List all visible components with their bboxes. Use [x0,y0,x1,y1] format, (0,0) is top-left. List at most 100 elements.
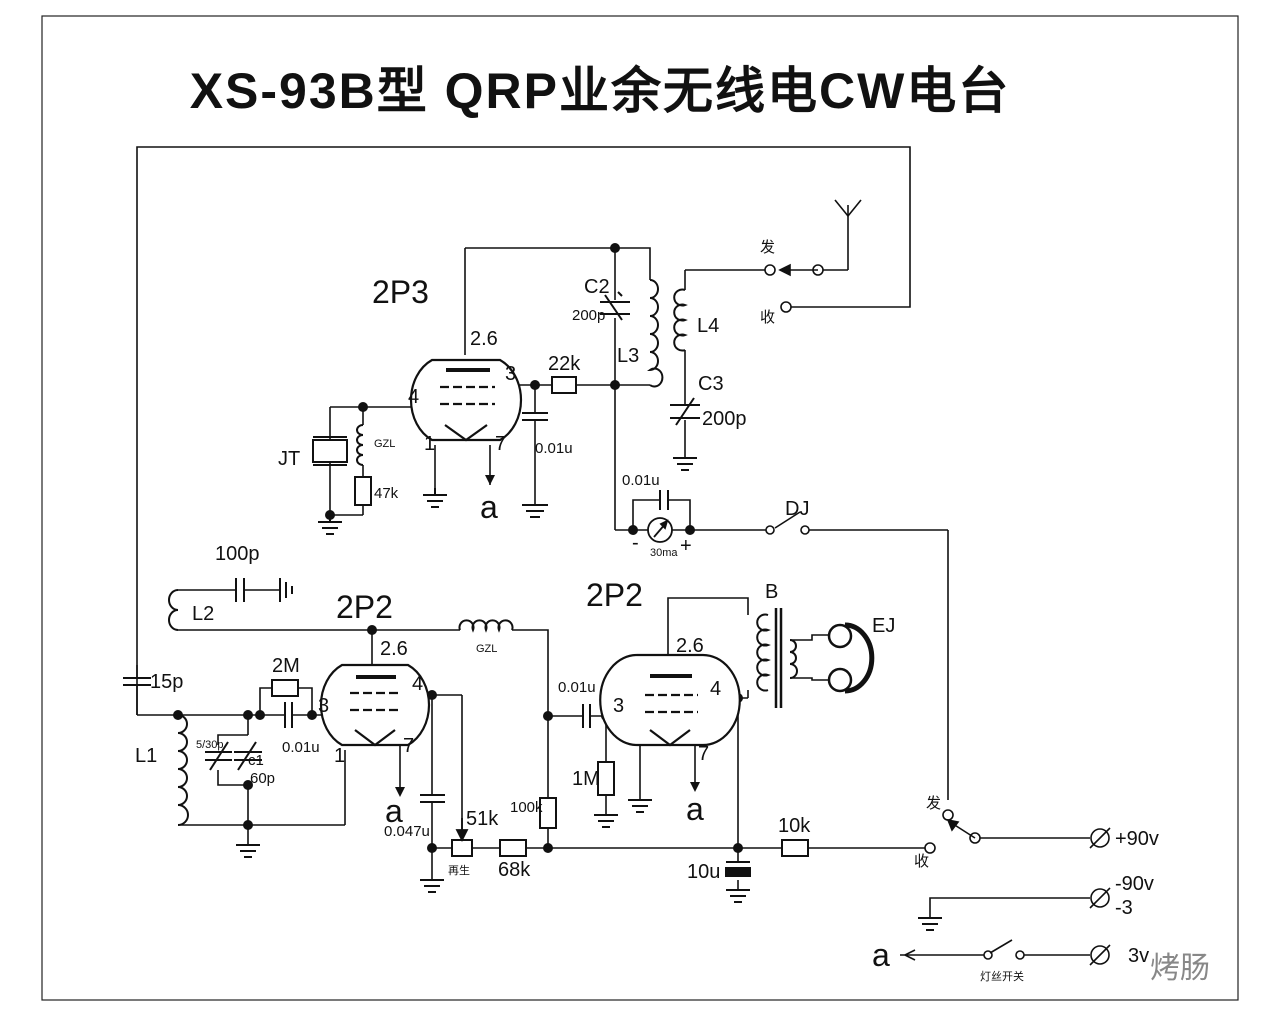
label-68k: 68k [498,859,531,881]
pin-left-26: 2.6 [380,638,408,660]
label-c2: C2 [584,276,610,298]
ground-6 [236,844,260,858]
label-plus: + [680,535,692,557]
capacitors [123,291,751,877]
pin-right-3: 3 [613,695,624,717]
labels: 2P3 2P2 2P2 2.6 3 4 1 7 2.6 3 4 1 7 2.6 … [135,239,1210,985]
label-ej: EJ [872,615,895,637]
label-001u-meter: 0.01u [622,472,660,489]
pin-left-1: 1 [334,745,345,767]
filament-arrows [395,475,700,797]
label-shou-bottom: 收 [914,853,929,870]
pin-2p3-7: 7 [495,433,506,455]
label-10k: 10k [778,815,811,837]
label-minus: - [632,532,639,554]
label-l2: L2 [192,603,214,625]
ground-8 [594,814,618,828]
pin-2p3-26: 2.6 [470,328,498,350]
label-l4: L4 [697,315,719,337]
tube-2p3 [409,358,523,442]
drawing-frame [41,15,1239,1001]
label-c3-value: 200p [702,408,747,430]
label-c2-value: 200p [572,307,605,324]
label-fa-top: 发 [760,239,775,256]
tube-2p2-left [319,663,431,747]
earphone-ej [827,622,875,694]
inductors [168,279,798,826]
tube-right-label: 2P2 [586,577,643,613]
label-fa-bottom: 发 [926,795,941,812]
tube-2p2-right [599,653,741,747]
label-2m: 2M [272,655,300,677]
label-001u-grid: 0.01u [282,739,320,756]
pin-2p3-1: 1 [424,433,435,455]
label-c3: C3 [698,373,724,395]
ground-10 [726,889,750,903]
label-filament-switch: 灯丝开关 [980,969,1024,983]
pin-left-4: 4 [412,673,423,695]
label-l3: L3 [617,345,639,367]
label-47k: 47k [374,485,399,502]
diagram-title: XS-93B型 QRP业余无线电CW电台 [190,63,1011,119]
resistors [271,376,809,857]
label-51k: 51k [466,808,499,830]
label-100k: 100k [510,799,543,816]
label-1m: 1M [572,768,600,790]
label-b: B [765,581,778,603]
label-gzl-top: GZL [374,438,395,450]
label-dj: DJ [785,498,809,520]
label-a-top: a [480,489,498,525]
tube-left-label: 2P2 [336,589,393,625]
pin-right-4: 4 [710,678,721,700]
ground-3 [673,457,697,471]
pin-right-26: 2.6 [676,635,704,657]
label-10u: 10u [687,861,720,883]
label-gzl-bottom: GZL [476,643,497,655]
label-a-right: a [686,791,704,827]
label-a-left: a [385,793,403,829]
label-a-filament: a [872,937,890,973]
pin-2p3-3: 3 [505,363,516,385]
pin-left-7: 7 [403,735,414,757]
ground-11 [918,917,942,931]
label-minus-3: -3 [1115,897,1133,919]
label-30ma: 30ma [650,547,678,559]
label-100p: 100p [215,543,260,565]
ground-symbols [236,457,942,931]
label-shou-top: 收 [760,309,775,326]
label-530p: 5/30p [196,739,224,751]
ground-7 [420,879,444,893]
ground-5 [279,578,293,602]
switch-terminals [764,264,1110,965]
label-jt: JT [278,448,300,470]
pin-left-3: 3 [318,695,329,717]
ground-9 [628,799,652,813]
junction-dots [173,243,743,853]
meter-30ma [647,517,673,543]
watermark-text: 烤肠 [1150,952,1210,985]
label-001u-coupling: 0.01u [558,679,596,696]
crystal-jt [313,436,347,466]
pin-right-7: 7 [698,743,709,765]
label-3v: 3v [1128,945,1149,967]
ground-4 [318,515,342,535]
label-plus-90v: +90v [1115,828,1159,850]
label-minus-90v: -90v [1115,873,1154,895]
label-zaisheng: 再生 [448,863,470,877]
label-22k: 22k [548,353,581,375]
ground-1 [423,488,447,508]
pin-2p3-4: 4 [408,386,419,408]
label-l1: L1 [135,745,157,767]
ground-2 [522,504,548,518]
label-001u-top: 0.01u [535,440,573,457]
switch-blades [774,263,1111,966]
potentiometer-wiper [455,818,469,843]
label-15p: 15p [150,671,183,693]
label-60p: 60p [250,770,275,787]
label-c1: c1 [248,752,264,769]
wires [136,146,1090,956]
tube-top-label: 2P3 [372,274,429,310]
label-0047u: 0.047u [384,823,430,840]
